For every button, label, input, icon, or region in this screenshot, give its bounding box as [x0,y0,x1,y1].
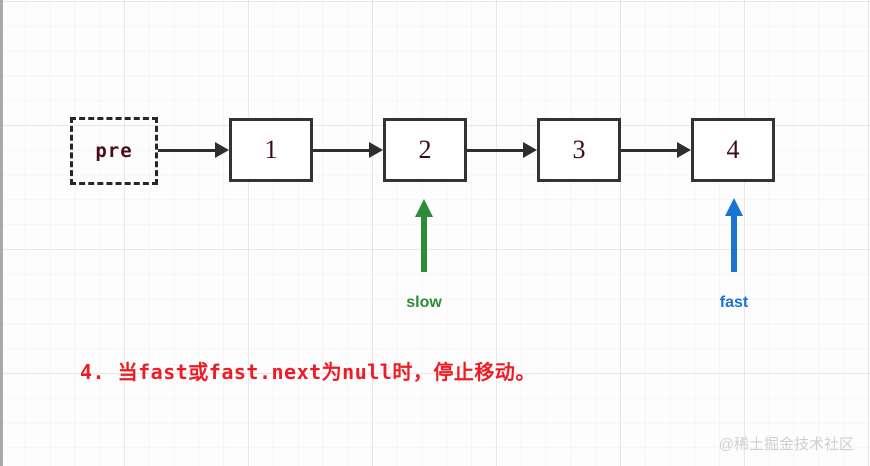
node-pre: pre [70,117,158,185]
link-arrow-pre-to-1 [158,136,229,164]
canvas-left-border [0,0,3,466]
node-3-label: 3 [572,135,586,164]
watermark-text: @稀土掘金技术社区 [718,436,854,453]
link-arrow-1-to-2 [313,136,383,164]
node-1-label: 1 [264,135,278,164]
arrow-head-icon [215,142,229,158]
node-3: 3 [537,118,621,182]
fast-pointer-label: fast [719,294,749,311]
link-arrow-3-to-4 [621,136,691,164]
link-arrow-2-to-3 [467,136,537,164]
node-4: 4 [691,118,775,182]
node-4-label: 4 [726,135,740,164]
fast-arrow-shaft-icon [731,213,737,272]
arrow-shaft-icon [467,148,523,152]
fast-arrow-head-icon [725,198,743,216]
caption-text: 4. 当fast或fast.next为null时，停止移动。 [80,360,536,384]
slow-arrow-shaft-icon [421,214,427,272]
slow-pointer-label: slow [406,294,442,311]
arrow-head-icon [369,142,383,158]
arrow-shaft-icon [621,148,677,152]
slow-arrow-head-icon [415,199,433,217]
arrow-head-icon [523,142,537,158]
arrow-shaft-icon [313,148,369,152]
node-1: 1 [229,118,313,182]
node-pre-label: pre [95,139,133,162]
arrow-head-icon [677,142,691,158]
arrow-shaft-icon [158,148,215,152]
slow-pointer-arrow-icon [414,199,434,272]
fast-pointer-arrow-icon [724,198,744,272]
node-2-label: 2 [418,135,432,164]
node-2: 2 [383,118,467,182]
